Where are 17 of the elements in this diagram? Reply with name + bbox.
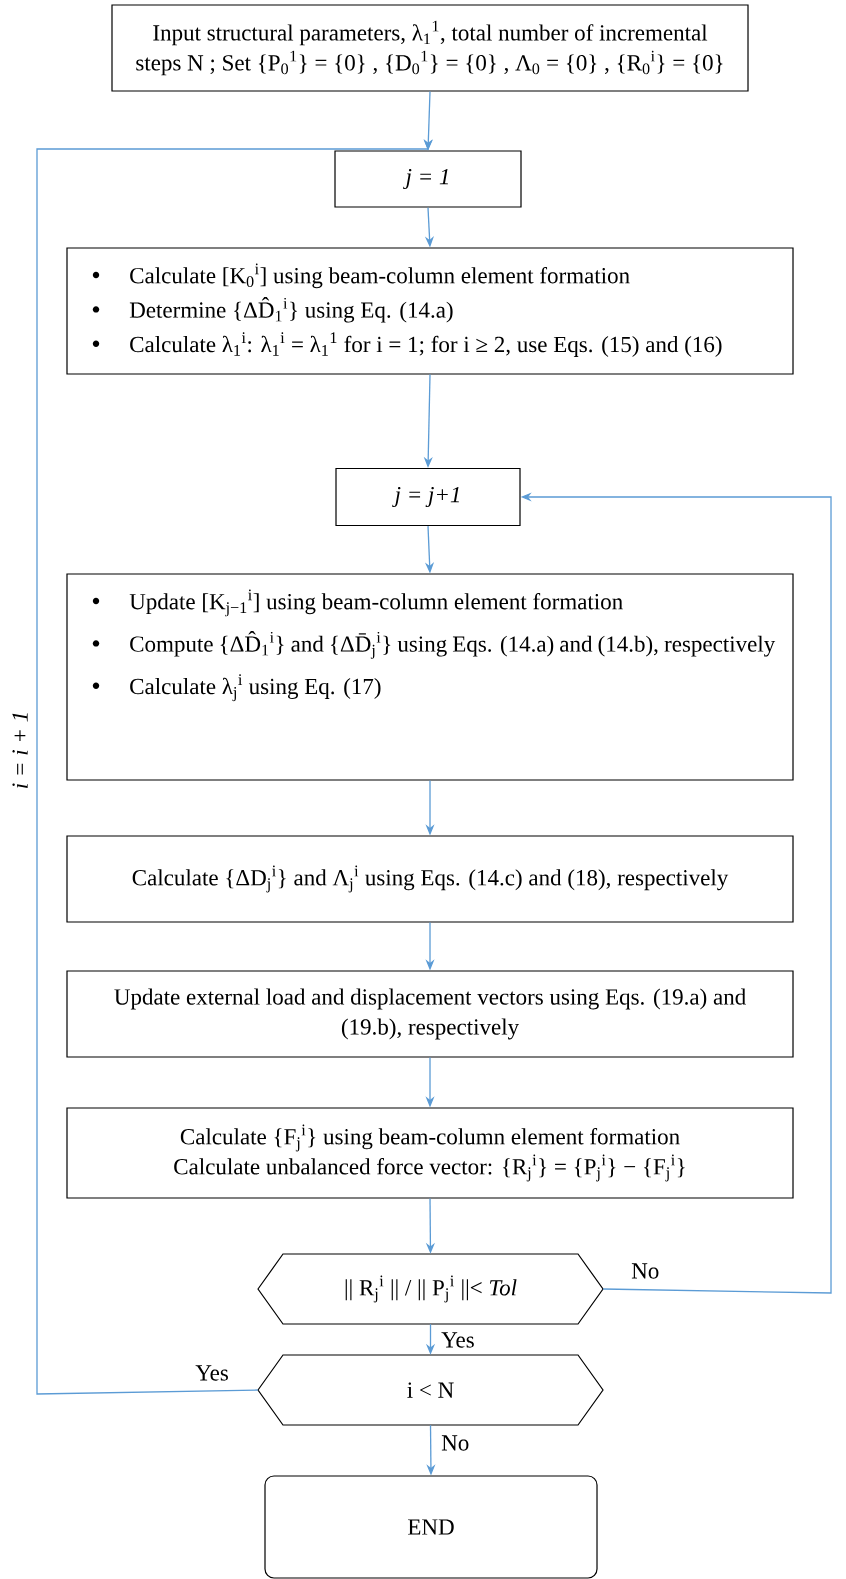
arrow bbox=[36, 139, 433, 1395]
edge-label: Yes bbox=[441, 1332, 474, 1348]
end-terminal: END bbox=[264, 1475, 598, 1579]
decision-hexagon: i < N bbox=[257, 1354, 604, 1426]
edge-label: No bbox=[631, 1263, 659, 1279]
process-box: Input structural parameters, λ$_{1}$$^{1}$, total number of incremental steps N ; Set {P$_{0}$$^{1}$} = {0} , {D$_{0}$$^{1}$} = {0} , Λ$_{0}$ = {0} , {R$_{0}$$^{i}$} = {0} bbox=[111, 4, 749, 92]
edge-label: Yes bbox=[195, 1365, 228, 1381]
decision-hexagon: || R$_{j}$$^{i}$ || / || P$_{j}$$^{i}$ ||< Tol bbox=[257, 1253, 604, 1325]
loop-label: i = i + 1 bbox=[12, 713, 28, 788]
process-box: Update [K$_{j−1}$$^{i}$] using beam-column element formation Compute {ΔD̂$_{1}$$^{i}$} and {ΔD̄$_{j}$$^{i}$} using Eqs. (14.a) and (14.b), respectively Calculate λ$_{j}$$^{i}$ using Eq. (17) bbox=[66, 573, 794, 781]
process-box: Update external load and displacement vectors using Eqs. (19.a) and (19.b), respectively bbox=[66, 970, 794, 1058]
edge-label: No bbox=[441, 1435, 469, 1451]
process-box: Calculate {F$_{j}$$^{i}$} using beam-column element formation Calculate unbalanced force vector: {R$_{j}$$^{i}$} = {P$_{j}$$^{i}$} − {F$_{j}$$^{i}$} bbox=[66, 1107, 794, 1199]
process-box: j = 1 bbox=[334, 150, 522, 208]
process-box: j = j+1 bbox=[335, 467, 521, 527]
process-box: Calculate [K$_{0}$$^{i}$] using beam-column element formation Determine {ΔD̂$_{1}$$^{i}$} using Eq. (14.a) Calculate λ$_{1}$$^{i}$: λ$_{1}$$^{i}$ = λ$_{1}$$^{1}$ for i = 1; for i ≥ 2, use Eqs. (15) and (16) bbox=[66, 247, 794, 375]
process-box: Calculate {ΔD$_{j}$$^{i}$} and Λ$_{j}$$^{i}$ using Eqs. (14.c) and (18), respectively bbox=[66, 835, 794, 923]
